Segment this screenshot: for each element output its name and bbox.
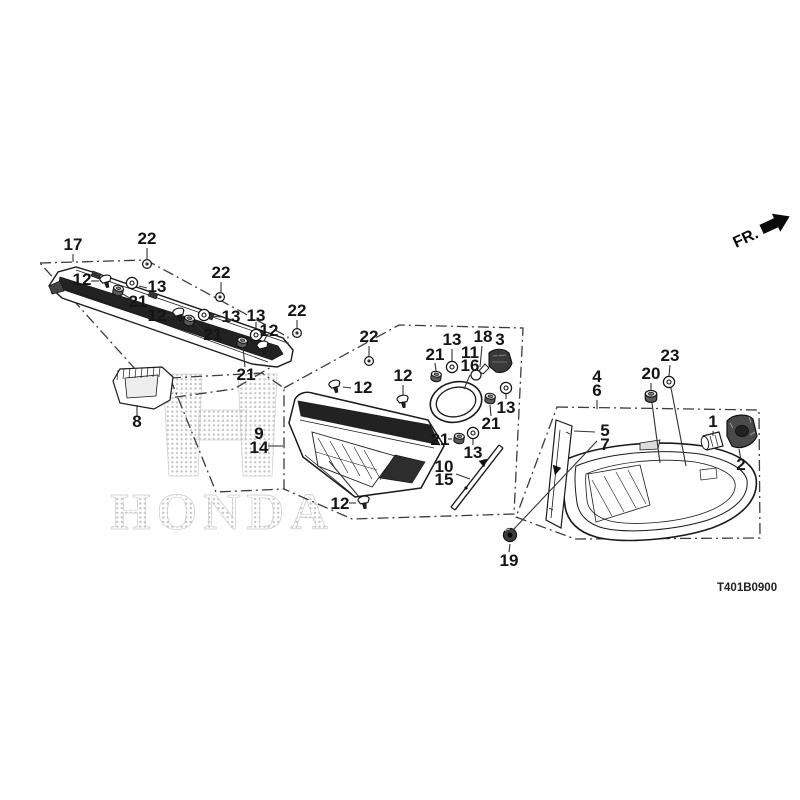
- callout-3: 3: [495, 330, 504, 349]
- nut-icon: [111, 283, 125, 298]
- callout-17: 17: [64, 235, 83, 254]
- boundary-box-9-14: [169, 372, 285, 493]
- washer-icon: [125, 276, 139, 290]
- callout-13: 13: [247, 306, 266, 325]
- callout-13: 13: [464, 443, 483, 462]
- callout-13: 13: [443, 330, 462, 349]
- side-molding-10-15: [450, 444, 504, 511]
- callout-21: 21: [129, 292, 148, 311]
- callout-12: 12: [73, 270, 92, 289]
- callout-21: 21: [237, 365, 256, 384]
- washer-icon: [466, 426, 480, 440]
- callout-14: 14: [250, 438, 269, 457]
- callout-15: 15: [435, 470, 454, 489]
- callout-12: 12: [260, 321, 279, 340]
- callout-12: 12: [148, 306, 167, 325]
- callout-21: 21: [426, 345, 445, 364]
- callout-19: 19: [500, 551, 519, 570]
- honda-wordmark-watermark: HONDA: [110, 484, 334, 541]
- callout-6: 6: [592, 381, 601, 400]
- leader-lines: [72, 248, 742, 553]
- fr-direction-indicator: FR.: [731, 213, 790, 252]
- outer-taillight-4-6: [562, 439, 758, 542]
- washer-icon: [197, 308, 211, 322]
- gasket-ring-11-16: [429, 380, 483, 424]
- callout-22: 22: [212, 263, 231, 282]
- callout-9: 9: [254, 424, 263, 443]
- washer-icon: [445, 360, 459, 374]
- callout-11: 11: [461, 343, 479, 362]
- callout-8: 8: [132, 412, 141, 431]
- license-garnish-8: [112, 366, 174, 410]
- nut-icon: [235, 335, 249, 350]
- diagram-code: T401B0900: [717, 582, 777, 594]
- clip-icon: [356, 494, 372, 511]
- boundary-box-parts: [283, 324, 524, 520]
- callout-13: 13: [148, 277, 167, 296]
- callout-13: 13: [497, 398, 516, 417]
- bulb-1: [700, 431, 724, 451]
- grommet-icon: [292, 328, 302, 338]
- callout-labels: 17 22 12 13 21 22 12 13 21 13 12 22 21 8…: [64, 229, 746, 570]
- inner-taillight-9-14: [288, 391, 445, 498]
- callout-20: 20: [642, 364, 661, 383]
- nut-icon: [182, 313, 196, 328]
- callout-12: 12: [354, 378, 373, 397]
- callout-12: 12: [394, 366, 413, 385]
- fr-arrow-icon: [759, 213, 790, 234]
- socket-2: [726, 414, 758, 449]
- honda-watermark: HONDA: [110, 373, 334, 541]
- callout-1: 1: [708, 412, 717, 431]
- washer-icon: [662, 375, 676, 389]
- clip-icon: [395, 393, 411, 410]
- taillight-bracket-5-7: [545, 419, 573, 529]
- callout-21: 21: [204, 325, 223, 344]
- callout-10: 10: [435, 457, 454, 476]
- callout-22: 22: [138, 229, 157, 248]
- callout-16: 16: [461, 356, 480, 375]
- callout-22: 22: [288, 301, 307, 320]
- grommet-icon: [215, 292, 225, 302]
- callout-18: 18: [474, 327, 493, 346]
- trunk-lid-garnish-17: [48, 266, 294, 368]
- callout-7: 7: [600, 435, 609, 454]
- callout-21: 21: [431, 430, 450, 449]
- callout-4: 4: [592, 367, 602, 386]
- grommet-19: [502, 527, 518, 543]
- callout-2: 2: [736, 455, 745, 474]
- fr-label: FR.: [731, 225, 762, 251]
- washer-icon: [499, 381, 513, 395]
- grommet-icon: [364, 356, 374, 366]
- clip-icon: [327, 378, 343, 395]
- socket-3: [488, 348, 513, 374]
- callout-21: 21: [482, 414, 501, 433]
- nut-icon: [483, 392, 497, 405]
- callout-22: 22: [360, 327, 379, 346]
- callout-5: 5: [600, 421, 609, 440]
- bulb-18: [470, 363, 490, 381]
- honda-h-logo-watermark: [162, 373, 278, 477]
- grommet-icon: [142, 259, 152, 269]
- nut-icon: [644, 389, 658, 403]
- callout-12: 12: [331, 494, 350, 513]
- nut-icon: [429, 370, 443, 383]
- callout-13: 13: [222, 307, 241, 326]
- callout-23: 23: [661, 346, 680, 365]
